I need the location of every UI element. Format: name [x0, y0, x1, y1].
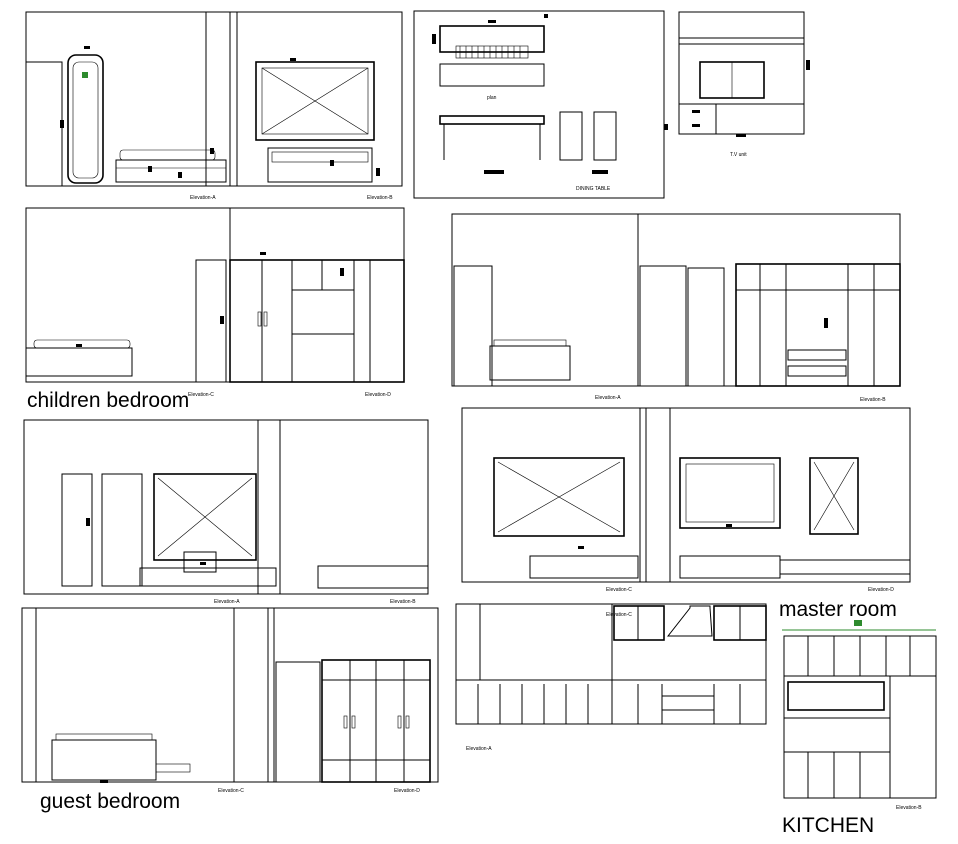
dining-title: DINING TABLE — [576, 186, 611, 192]
guest-elev-c-label: Elevation-C — [218, 788, 244, 794]
dining-table-drawing: plan DINING TABLE — [413, 10, 665, 199]
tv-unit-drawing: T.V unit — [664, 11, 810, 158]
master-frame — [461, 407, 911, 583]
living-elev-b-label: Elevation-B — [367, 195, 393, 201]
kitchen-elevations: Elevation-A Elevation-C Elevation-B KITC… — [455, 603, 937, 837]
bedroom2-elev-a-label: Elevation-A — [595, 395, 621, 401]
master-room-elevations: Elevation-C Elevation-D master room — [461, 407, 911, 621]
guest-bedroom-elevations: Elevation-C Elevation-D guest bedroom — [21, 607, 439, 813]
children-bedroom-title: children bedroom — [27, 389, 189, 412]
children-bedroom-elevations: children bedroom Elevation-C Elevation-D — [25, 207, 405, 412]
dining-plan-top — [439, 25, 545, 53]
kitchen-elev-c-label: Elevation-C — [606, 612, 632, 618]
bedroom3-frame — [23, 419, 429, 595]
dining-frame — [413, 10, 665, 199]
guest-elev-d-label: Elevation-D — [394, 788, 420, 794]
wardrobe-left — [67, 54, 104, 184]
tv-unit-title: T.V unit — [730, 152, 747, 158]
bedroom3-elev-b-label: Elevation-B — [390, 599, 416, 605]
bedroom-3-elevations: Elevation-A Elevation-B — [23, 419, 429, 605]
bedroom2-elev-b-label: Elevation-B — [860, 397, 886, 403]
tv-unit-frame — [678, 11, 805, 135]
kitchen-frame-ac — [455, 603, 767, 725]
dining-plan-label: plan — [487, 95, 497, 101]
guest-frame — [21, 607, 439, 783]
green-marker — [82, 72, 88, 78]
master-room-title: master room — [779, 598, 897, 621]
master-elev-c-label: Elevation-C — [606, 587, 632, 593]
bedroom-2-elevations: Elevation-A Elevation-B — [451, 213, 901, 403]
bedroom3-elev-a-label: Elevation-A — [214, 599, 240, 605]
children-wardrobe — [229, 259, 405, 383]
kitchen-title: KITCHEN — [782, 814, 874, 837]
children-elev-c-label: Elevation-C — [188, 392, 214, 398]
children-elev-d-label: Elevation-D — [365, 392, 391, 398]
bedroom3-tv-panel — [153, 473, 257, 561]
guest-bedroom-title: guest bedroom — [40, 790, 180, 813]
master-tv-panel — [493, 457, 625, 537]
bedroom2-wall-unit — [735, 263, 901, 387]
kitchen-elev-b-label: Elevation-B — [896, 805, 922, 811]
living-elevations: Elevation-A Elevation-B — [25, 11, 403, 201]
master-elev-d-label: Elevation-D — [868, 587, 894, 593]
kitchen-elev-a-label: Elevation-A — [466, 746, 492, 752]
living-elev-a-label: Elevation-A — [190, 195, 216, 201]
tv-panel-living — [255, 61, 375, 141]
children-frame — [25, 207, 405, 383]
